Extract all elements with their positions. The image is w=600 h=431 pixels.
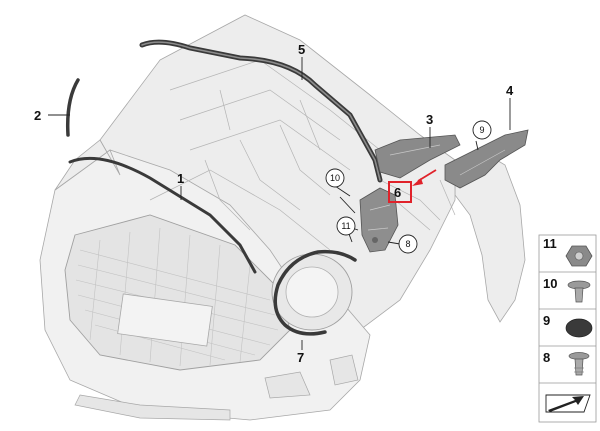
highlight-marker xyxy=(388,169,437,203)
fastener-legend: 11 10 9 8 xyxy=(538,234,597,423)
svg-text:9: 9 xyxy=(479,125,484,135)
leader-lines xyxy=(48,57,511,350)
round-cap-icon xyxy=(565,318,593,338)
part-4-bracket xyxy=(444,129,529,189)
callout-7: 7 xyxy=(297,350,304,365)
headlight-housing xyxy=(271,253,353,331)
callout-4: 4 xyxy=(506,83,514,98)
svg-text:9: 9 xyxy=(543,313,550,328)
engine-bay-detail xyxy=(149,59,456,251)
callout-6: 6 xyxy=(394,185,401,200)
callout-10: 10 xyxy=(325,168,345,188)
part-1-front-seal xyxy=(68,156,257,274)
callout-8: 8 xyxy=(398,234,418,254)
callout-9: 9 xyxy=(472,120,492,140)
legend-item-9: 9 xyxy=(543,313,593,338)
svg-text:11: 11 xyxy=(543,236,557,251)
push-rivet-icon xyxy=(568,352,590,376)
legend-item-8: 8 xyxy=(543,350,590,376)
svg-text:8: 8 xyxy=(543,350,550,365)
callout-3: 3 xyxy=(426,112,433,127)
part-7-headlight-seal xyxy=(273,249,357,336)
callout-1: 1 xyxy=(177,171,184,186)
svg-text:10: 10 xyxy=(543,276,557,291)
svg-text:11: 11 xyxy=(341,221,350,231)
assembly-symbol-icon xyxy=(545,394,591,413)
part-2-side-seal xyxy=(65,78,80,137)
svg-text:8: 8 xyxy=(405,239,410,249)
part-3-bracket xyxy=(374,134,461,179)
legend-item-11: 11 xyxy=(543,236,593,267)
part-6-hinge xyxy=(359,187,399,253)
lower-intakes xyxy=(74,354,359,421)
callout-11: 11 xyxy=(336,216,356,236)
seals xyxy=(65,39,383,336)
svg-text:10: 10 xyxy=(330,173,340,183)
callout-5: 5 xyxy=(298,42,305,57)
expanding-rivet-icon xyxy=(567,280,591,303)
callout-2: 2 xyxy=(34,108,41,123)
front-grille xyxy=(64,214,291,371)
legend-item-10: 10 xyxy=(543,276,591,303)
